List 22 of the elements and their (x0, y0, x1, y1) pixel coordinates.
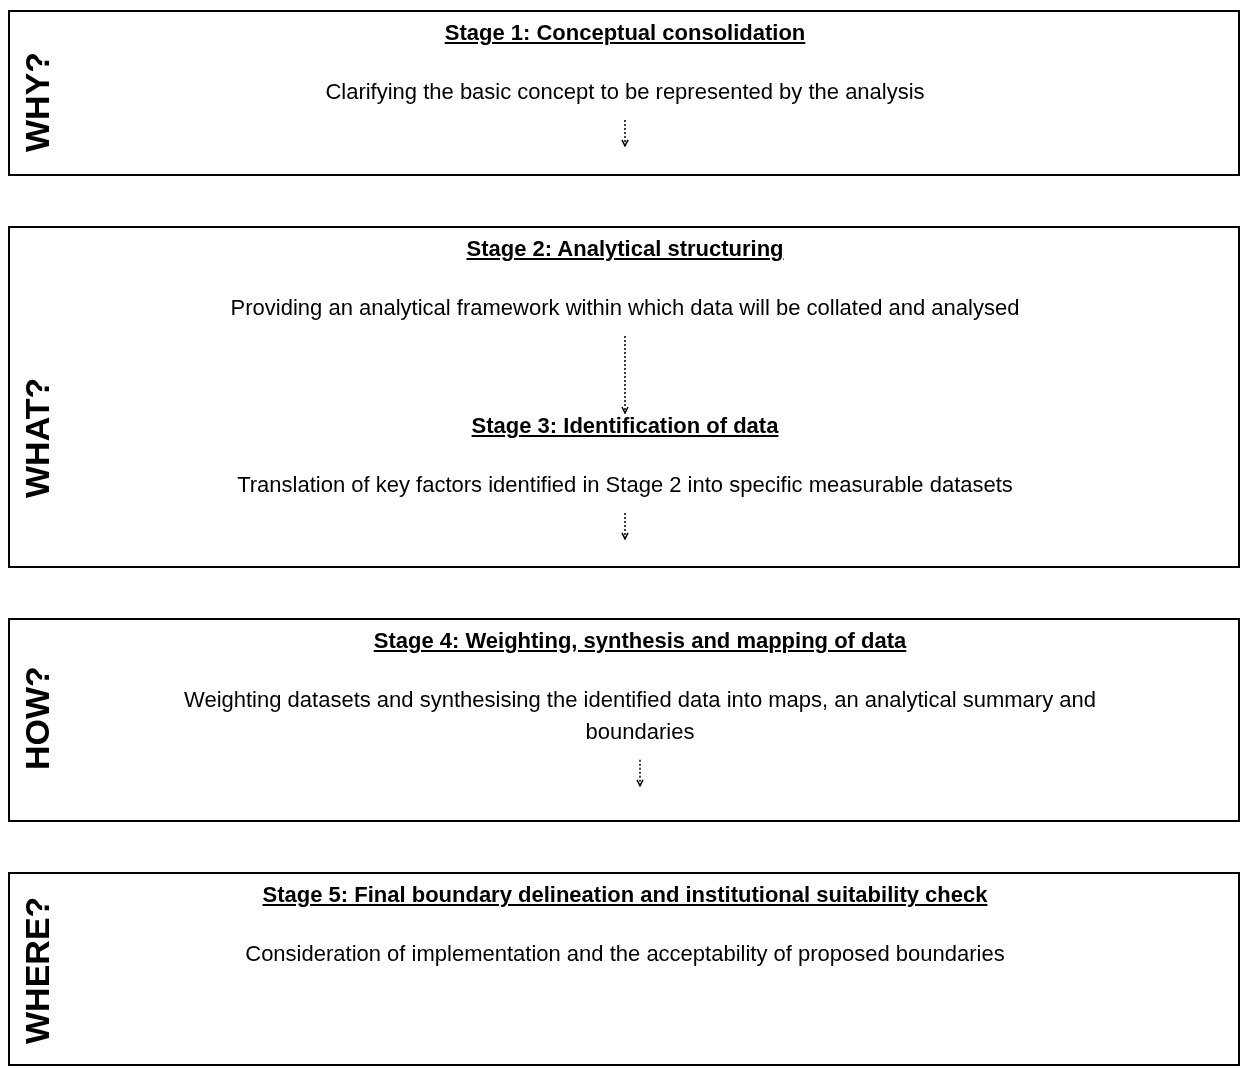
question-label: HOW? (18, 666, 57, 770)
stage-heading: Stage 3: Identification of data (471, 413, 779, 439)
arrow (621, 335, 629, 414)
stage-band (8, 872, 1240, 1066)
question-label: WHAT? (18, 377, 57, 498)
stage-description: Weighting datasets and synthesising the identified data into maps, an analytical summary and boundaries (183, 686, 1097, 746)
stage-description: Providing an analytical framework within which data will be collated and analysed (229, 294, 1021, 322)
stage-heading: Stage 4: Weighting, synthesis and mapping of data (373, 628, 907, 654)
question-label: WHERE? (18, 896, 57, 1044)
arrow (621, 119, 629, 147)
stage-heading: Stage 1: Conceptual consolidation (444, 20, 806, 46)
stage-band (8, 226, 1240, 568)
stage-heading: Stage 5: Final boundary delineation and institutional suitability check (262, 882, 988, 908)
arrow (621, 512, 629, 540)
stage-heading: Stage 2: Analytical structuring (466, 236, 784, 262)
stage-description: Translation of key factors identified in Stage 2 into specific measurable datasets (236, 471, 1014, 499)
stage-band (8, 10, 1240, 176)
question-label: WHY? (18, 51, 57, 152)
arrow (636, 759, 644, 787)
stage-band (8, 618, 1240, 822)
stage-description: Clarifying the basic concept to be represented by the analysis (324, 78, 926, 106)
stage-description: Consideration of implementation and the acceptability of proposed boundaries (244, 940, 1006, 968)
